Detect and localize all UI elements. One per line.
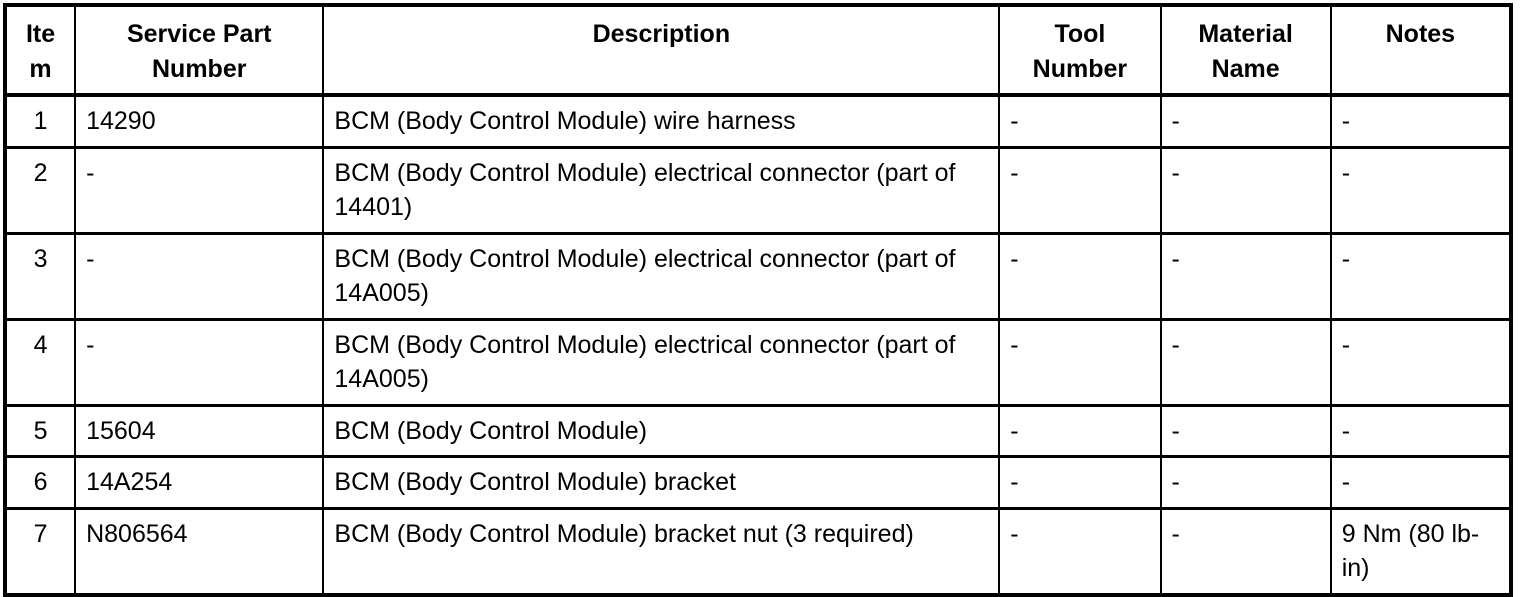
cell-notes: - bbox=[1329, 93, 1513, 148]
cell-description: BCM (Body Control Module) bracket nut (3… bbox=[322, 506, 1001, 596]
cell-tool_number: - bbox=[998, 506, 1162, 596]
cell-item: 5 bbox=[3, 403, 77, 458]
cell-item: 4 bbox=[3, 317, 77, 406]
cell-item: 7 bbox=[3, 506, 77, 596]
cell-service_part_number: - bbox=[74, 145, 325, 234]
cell-material_name: - bbox=[1159, 145, 1332, 234]
cell-notes: - bbox=[1329, 231, 1513, 320]
cell-notes: - bbox=[1329, 317, 1513, 406]
cell-tool_number: - bbox=[998, 455, 1162, 509]
cell-tool_number: - bbox=[998, 403, 1162, 458]
column-header-service_part_number: Service Part Number bbox=[74, 4, 325, 97]
cell-description: BCM (Body Control Module) electrical con… bbox=[322, 145, 1001, 234]
cell-notes: - bbox=[1329, 145, 1513, 234]
column-header-item: Item bbox=[3, 4, 77, 97]
cell-notes: - bbox=[1329, 455, 1513, 509]
cell-item: 6 bbox=[3, 455, 77, 509]
cell-item: 3 bbox=[3, 231, 77, 320]
cell-description: BCM (Body Control Module) wire harness bbox=[322, 93, 1001, 148]
cell-service_part_number: 14290 bbox=[74, 93, 325, 148]
cell-item: 1 bbox=[3, 93, 77, 148]
cell-description: BCM (Body Control Module) bbox=[322, 403, 1001, 458]
cell-notes: - bbox=[1329, 403, 1513, 458]
cell-material_name: - bbox=[1159, 506, 1332, 596]
column-header-material_name: Material Name bbox=[1159, 4, 1332, 97]
cell-material_name: - bbox=[1159, 231, 1332, 320]
cell-tool_number: - bbox=[998, 145, 1162, 234]
cell-material_name: - bbox=[1159, 455, 1332, 509]
cell-description: BCM (Body Control Module) electrical con… bbox=[322, 317, 1001, 406]
cell-tool_number: - bbox=[998, 93, 1162, 148]
cell-description: BCM (Body Control Module) bracket bbox=[322, 455, 1001, 509]
cell-service_part_number: - bbox=[74, 231, 325, 320]
cell-tool_number: - bbox=[998, 231, 1162, 320]
cell-service_part_number: N806564 bbox=[74, 506, 325, 596]
column-header-description: Description bbox=[322, 4, 1001, 97]
cell-material_name: - bbox=[1159, 93, 1332, 148]
table-row: 4-BCM (Body Control Module) electrical c… bbox=[3, 317, 1513, 406]
cell-description: BCM (Body Control Module) electrical con… bbox=[322, 231, 1001, 320]
cell-service_part_number: - bbox=[74, 317, 325, 406]
cell-service_part_number: 15604 bbox=[74, 403, 325, 458]
table-row: 2-BCM (Body Control Module) electrical c… bbox=[3, 145, 1513, 234]
column-header-tool_number: Tool Number bbox=[998, 4, 1162, 97]
cell-material_name: - bbox=[1159, 317, 1332, 406]
cell-service_part_number: 14A254 bbox=[74, 455, 325, 509]
cell-notes: 9 Nm (80 lb-in) bbox=[1329, 506, 1513, 596]
column-header-notes: Notes bbox=[1329, 4, 1513, 97]
cell-tool_number: - bbox=[998, 317, 1162, 406]
table-row: 3-BCM (Body Control Module) electrical c… bbox=[3, 231, 1513, 320]
cell-material_name: - bbox=[1159, 403, 1332, 458]
cell-item: 2 bbox=[3, 145, 77, 234]
